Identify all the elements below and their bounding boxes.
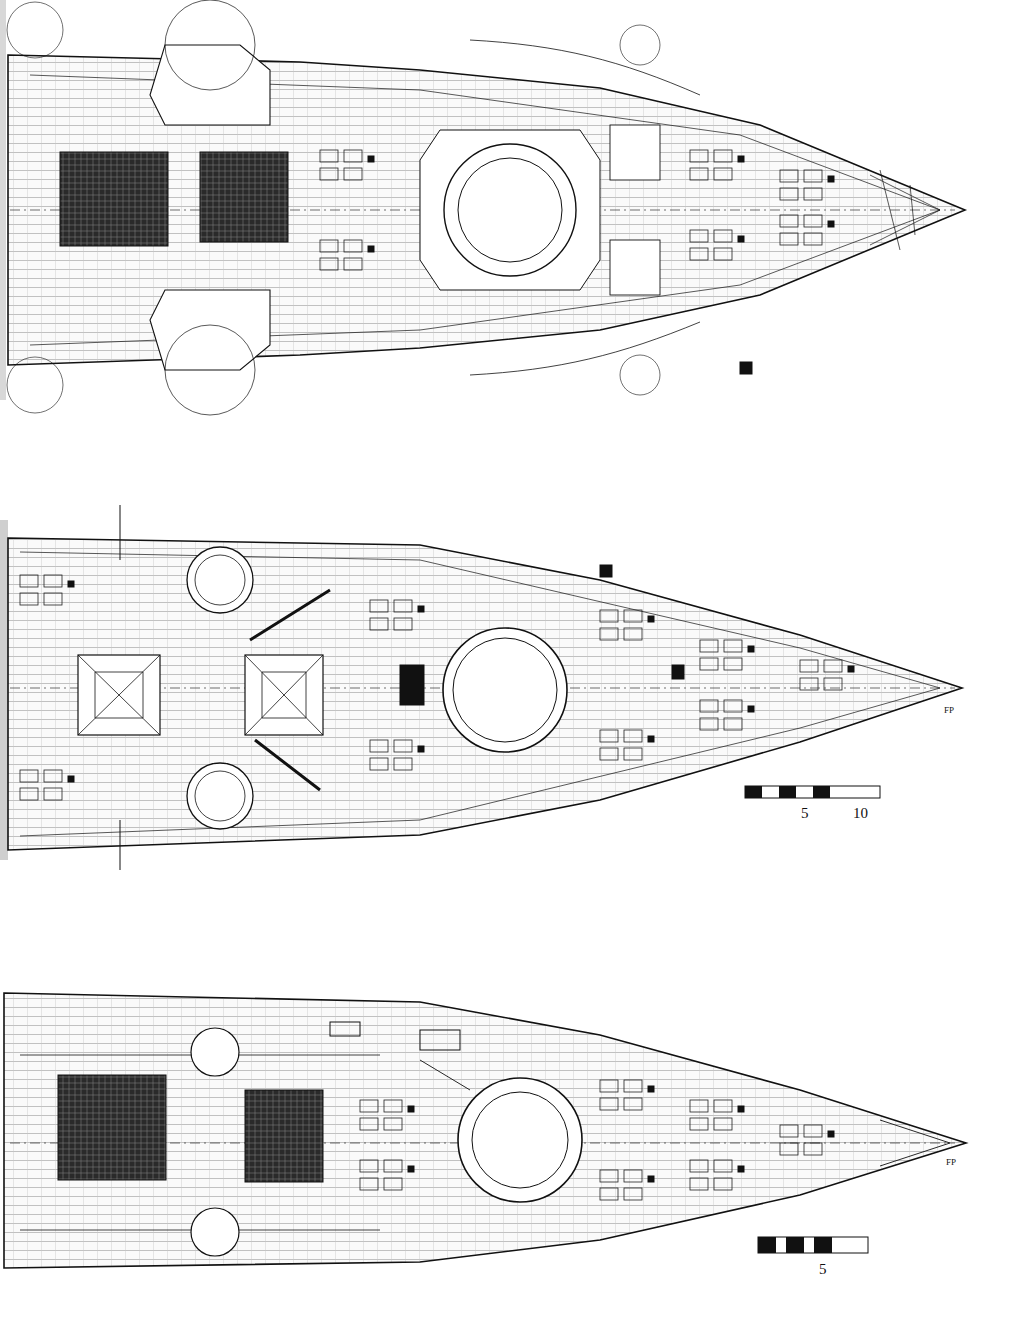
plan-label: 5 xyxy=(818,1262,828,1277)
bottom-deck-plan xyxy=(4,993,966,1268)
plan-label: 5 xyxy=(800,806,810,821)
page-shadow xyxy=(0,0,6,400)
middle-deck-plan xyxy=(0,505,962,870)
plan-label: FP xyxy=(943,706,955,715)
plan-label: FP xyxy=(945,1158,957,1167)
top-deck-plan xyxy=(7,0,965,415)
plan-label: 10 xyxy=(852,806,869,821)
